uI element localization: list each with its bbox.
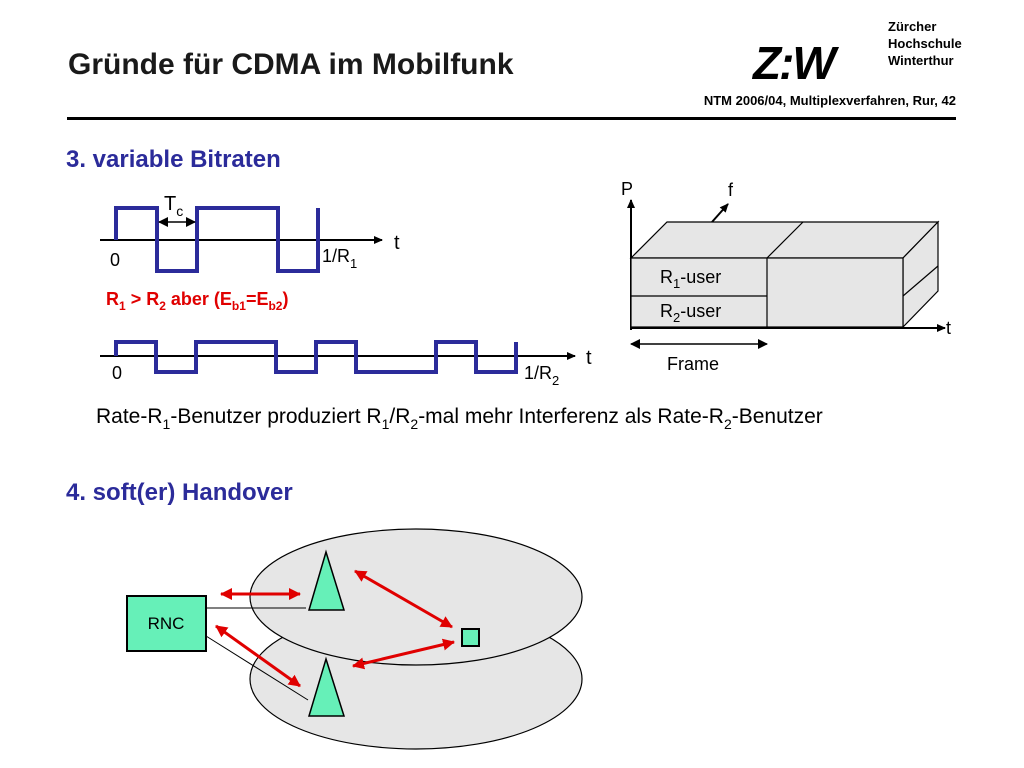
signal-1-waveform [114, 206, 320, 273]
logo-line-1: Zürcher [888, 19, 937, 34]
frequency-axis [711, 203, 729, 223]
zhw-logo-icon: Z:W [753, 37, 836, 89]
mobile-station-icon [461, 628, 480, 647]
section-heading-handover: 4. soft(er) Handover [66, 479, 293, 506]
slide-subtitle: NTM 2006/04, Multiplexverfahren, Rur, 42 [703, 93, 956, 108]
antenna-2-mobile-arrow [352, 638, 455, 670]
signal-2-zero-label: 0 [112, 363, 122, 383]
page-title: Gründe für CDMA im Mobilfunk [68, 48, 514, 81]
logo-line-3: Winterthur [888, 53, 954, 68]
antenna-2-icon [307, 656, 346, 717]
antenna-1-icon [307, 549, 346, 611]
r1-user-label: R1-user [660, 267, 721, 291]
signal-2-t-label: t [586, 347, 592, 369]
cell-1-ellipse [249, 528, 583, 666]
section-heading-variable-bitrates: 3. variable Bitraten [66, 146, 281, 173]
r2-user-label: R2-user [660, 301, 721, 325]
signal-2-end-label: 1/R2 [524, 363, 559, 388]
logo-text: Zürcher Hochschule Winterthur [888, 18, 962, 69]
cdma-box-diagram: P t f R1-user R2-user Frame [621, 179, 951, 374]
signal-2-diagram: t 0 1/R2 [100, 340, 592, 388]
signal-2-waveform [114, 340, 518, 374]
logo-line-2: Hochschule [888, 36, 962, 51]
signal-1-zero-label: 0 [110, 250, 120, 270]
time-axis-label: t [946, 318, 951, 338]
tc-label: Tc [164, 193, 183, 219]
rnc-label: RNC [148, 614, 185, 633]
frame-label: Frame [667, 354, 719, 374]
title-divider [67, 117, 956, 120]
power-axis-label: P [621, 179, 633, 199]
handover-diagram: RNC [126, 528, 583, 750]
signal-1-diagram: Tc t 0 1/R1 [100, 193, 400, 273]
frequency-axis-label: f [728, 180, 734, 200]
interference-statement: Rate-R1-Benutzer produziert R1/R2-mal me… [96, 405, 823, 432]
rnc-antenna-2-arrow [215, 624, 301, 688]
signal-1-end-label: 1/R1 [322, 246, 357, 271]
bitrate-relation-text: R1 > R2 aber (Eb1=Eb2) [106, 289, 288, 313]
rnc-box [126, 595, 207, 652]
signal-1-t-label: t [394, 232, 400, 254]
antenna-1-mobile-arrow [354, 569, 453, 629]
